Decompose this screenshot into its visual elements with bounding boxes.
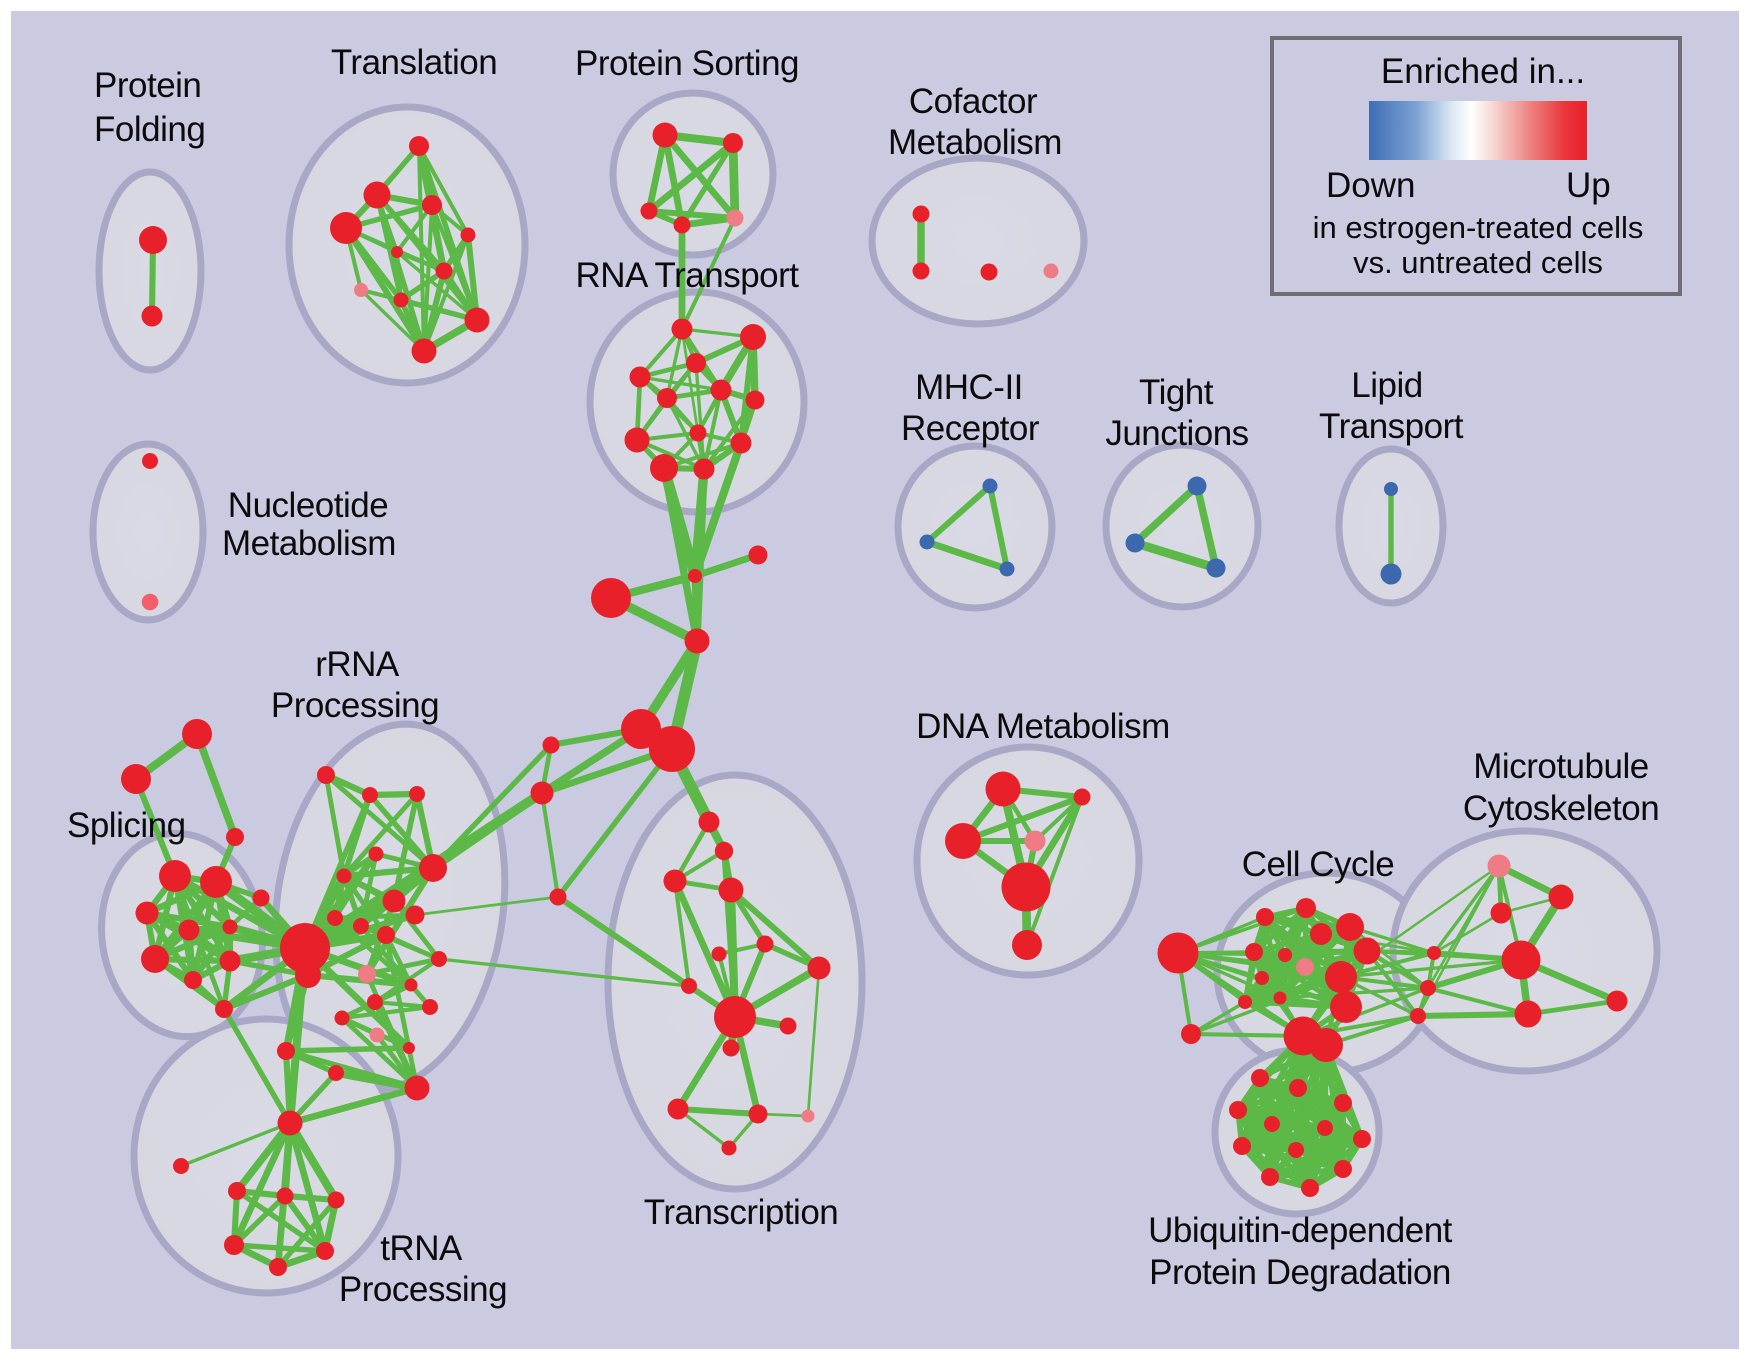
- svg-text:Up: Up: [1566, 166, 1611, 205]
- svg-text:Processing: Processing: [271, 686, 439, 725]
- svg-text:Protein: Protein: [94, 66, 201, 105]
- svg-text:vs. untreated cells: vs. untreated cells: [1353, 245, 1603, 280]
- svg-text:Microtubule: Microtubule: [1473, 747, 1648, 786]
- svg-text:Junctions: Junctions: [1105, 414, 1248, 453]
- svg-text:Processing: Processing: [339, 1270, 507, 1309]
- svg-text:Folding: Folding: [94, 110, 205, 149]
- svg-text:Metabolism: Metabolism: [222, 524, 396, 563]
- svg-text:Ubiquitin-dependent: Ubiquitin-dependent: [1148, 1211, 1453, 1250]
- svg-text:Cofactor: Cofactor: [909, 82, 1038, 121]
- svg-text:DNA Metabolism: DNA Metabolism: [916, 707, 1170, 746]
- svg-text:rRNA: rRNA: [315, 645, 400, 684]
- svg-text:Metabolism: Metabolism: [888, 123, 1062, 162]
- svg-text:Receptor: Receptor: [901, 409, 1040, 448]
- svg-text:Cytoskeleton: Cytoskeleton: [1463, 789, 1659, 828]
- svg-text:Transcription: Transcription: [644, 1193, 839, 1232]
- svg-text:Transport: Transport: [1319, 407, 1464, 446]
- svg-text:Protein Sorting: Protein Sorting: [575, 44, 799, 83]
- svg-text:Cell Cycle: Cell Cycle: [1242, 845, 1395, 884]
- svg-text:Nucleotide: Nucleotide: [228, 486, 388, 525]
- svg-text:Enriched in...: Enriched in...: [1381, 52, 1585, 91]
- svg-text:Tight: Tight: [1139, 373, 1214, 412]
- svg-text:Translation: Translation: [331, 43, 497, 82]
- svg-text:Lipid: Lipid: [1351, 366, 1422, 405]
- svg-text:Splicing: Splicing: [67, 806, 186, 845]
- svg-text:MHC-II: MHC-II: [915, 368, 1023, 407]
- svg-text:Protein Degradation: Protein Degradation: [1149, 1253, 1451, 1292]
- svg-text:RNA Transport: RNA Transport: [575, 256, 799, 295]
- svg-text:Down: Down: [1326, 166, 1415, 205]
- svg-text:tRNA: tRNA: [380, 1229, 463, 1268]
- svg-text:in estrogen-treated cells: in estrogen-treated cells: [1313, 210, 1644, 245]
